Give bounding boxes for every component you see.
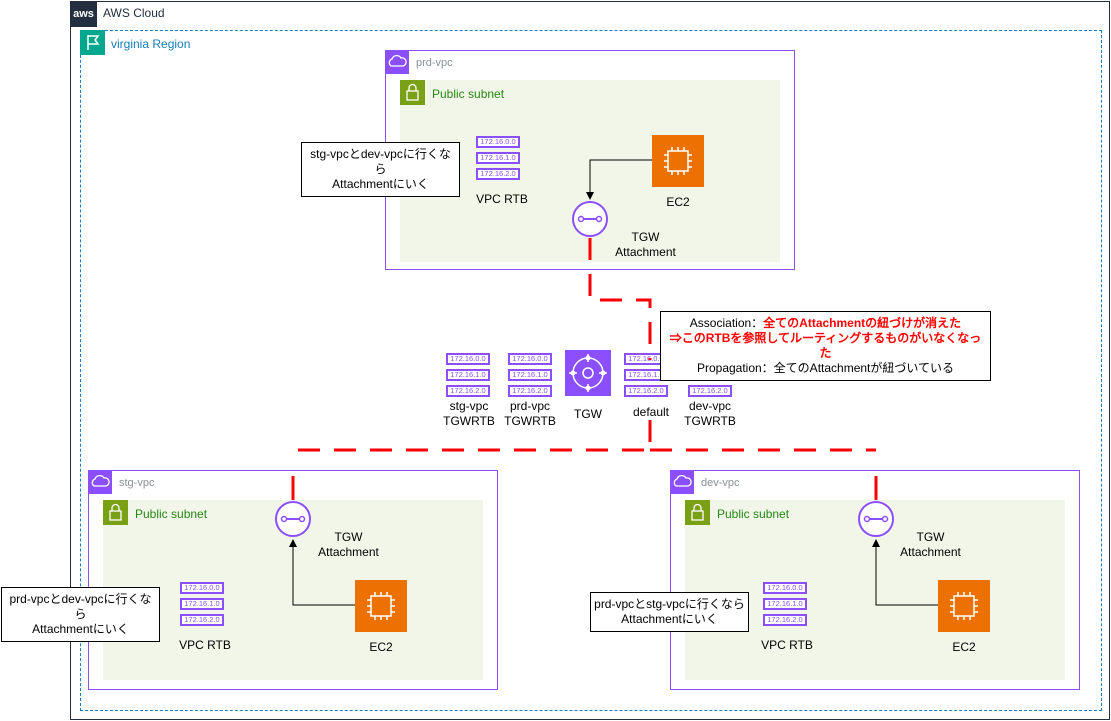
- tgw-attachment-icon: [857, 500, 895, 538]
- region-label: virginia Region: [111, 37, 191, 51]
- ec2-icon: [652, 135, 704, 187]
- dev-subnet-label: Public subnet: [717, 507, 790, 521]
- prd-subnet-label: Public subnet: [432, 87, 505, 101]
- route-entry: 172.16.2.0: [763, 614, 807, 626]
- lock-icon: [685, 500, 710, 525]
- route-entry: 172.16.0.0: [476, 136, 520, 148]
- stg-ec2-label: EC2: [369, 640, 393, 654]
- dev-vpc-label: dev-vpc: [701, 477, 740, 489]
- route-entry: 172.16.1.0: [446, 369, 490, 381]
- region-container: [80, 30, 1102, 711]
- default-tgwrtb-label: default: [632, 405, 670, 419]
- ec2-icon: [938, 580, 990, 632]
- dev-ec2-label: EC2: [952, 640, 976, 654]
- route-entry: 172.16.0.0: [508, 353, 552, 365]
- prd-rtb-label: VPC RTB: [476, 192, 528, 206]
- stg-subnet-label: Public subnet: [135, 507, 208, 521]
- vpc-cloud-icon: [670, 470, 694, 494]
- route-entry: 172.16.1.0: [508, 369, 552, 381]
- route-entry: 172.16.0.0: [446, 353, 490, 365]
- vpc-cloud-icon: [385, 50, 409, 74]
- route-entry: 172.16.1.0: [180, 598, 224, 610]
- route-entry: 172.16.0.0: [763, 582, 807, 594]
- lock-icon: [103, 500, 128, 525]
- route-entry: 172.16.2.0: [688, 385, 732, 397]
- ec2-icon: [355, 580, 407, 632]
- transit-gateway-icon: [565, 350, 611, 396]
- association-note: Association：全てのAttachmentの紐づけが消えた ⇒このRTB…: [660, 311, 991, 381]
- stg-rtb-label: VPC RTB: [179, 638, 231, 652]
- route-entry: 172.16.1.0: [763, 598, 807, 610]
- route-entry: 172.16.2.0: [180, 614, 224, 626]
- lock-icon: [400, 80, 425, 105]
- stg-vpc-label: stg-vpc: [119, 477, 155, 489]
- tgw-attachment-icon: [274, 500, 312, 538]
- prd-ec2-label: EC2: [666, 195, 690, 209]
- tgw-label: TGW: [574, 407, 602, 421]
- vpc-cloud-icon: [88, 470, 112, 494]
- tgw-attachment-icon: [571, 200, 609, 238]
- route-entry: 172.16.0.0: [180, 582, 224, 594]
- route-entry: 172.16.2.0: [624, 385, 668, 397]
- aws-cloud-container: [70, 1, 1110, 720]
- prd-vpc-label: prd-vpc: [416, 57, 453, 69]
- route-entry: 172.16.2.0: [446, 385, 490, 397]
- aws-logo-icon: aws: [70, 1, 97, 27]
- region-flag-icon: [80, 30, 105, 55]
- route-entry: 172.16.2.0: [508, 385, 552, 397]
- dev-rtb-label: VPC RTB: [761, 638, 813, 652]
- route-entry: 172.16.1.0: [476, 152, 520, 164]
- route-entry: 172.16.2.0: [476, 168, 520, 180]
- aws-cloud-label: AWS Cloud: [103, 6, 165, 20]
